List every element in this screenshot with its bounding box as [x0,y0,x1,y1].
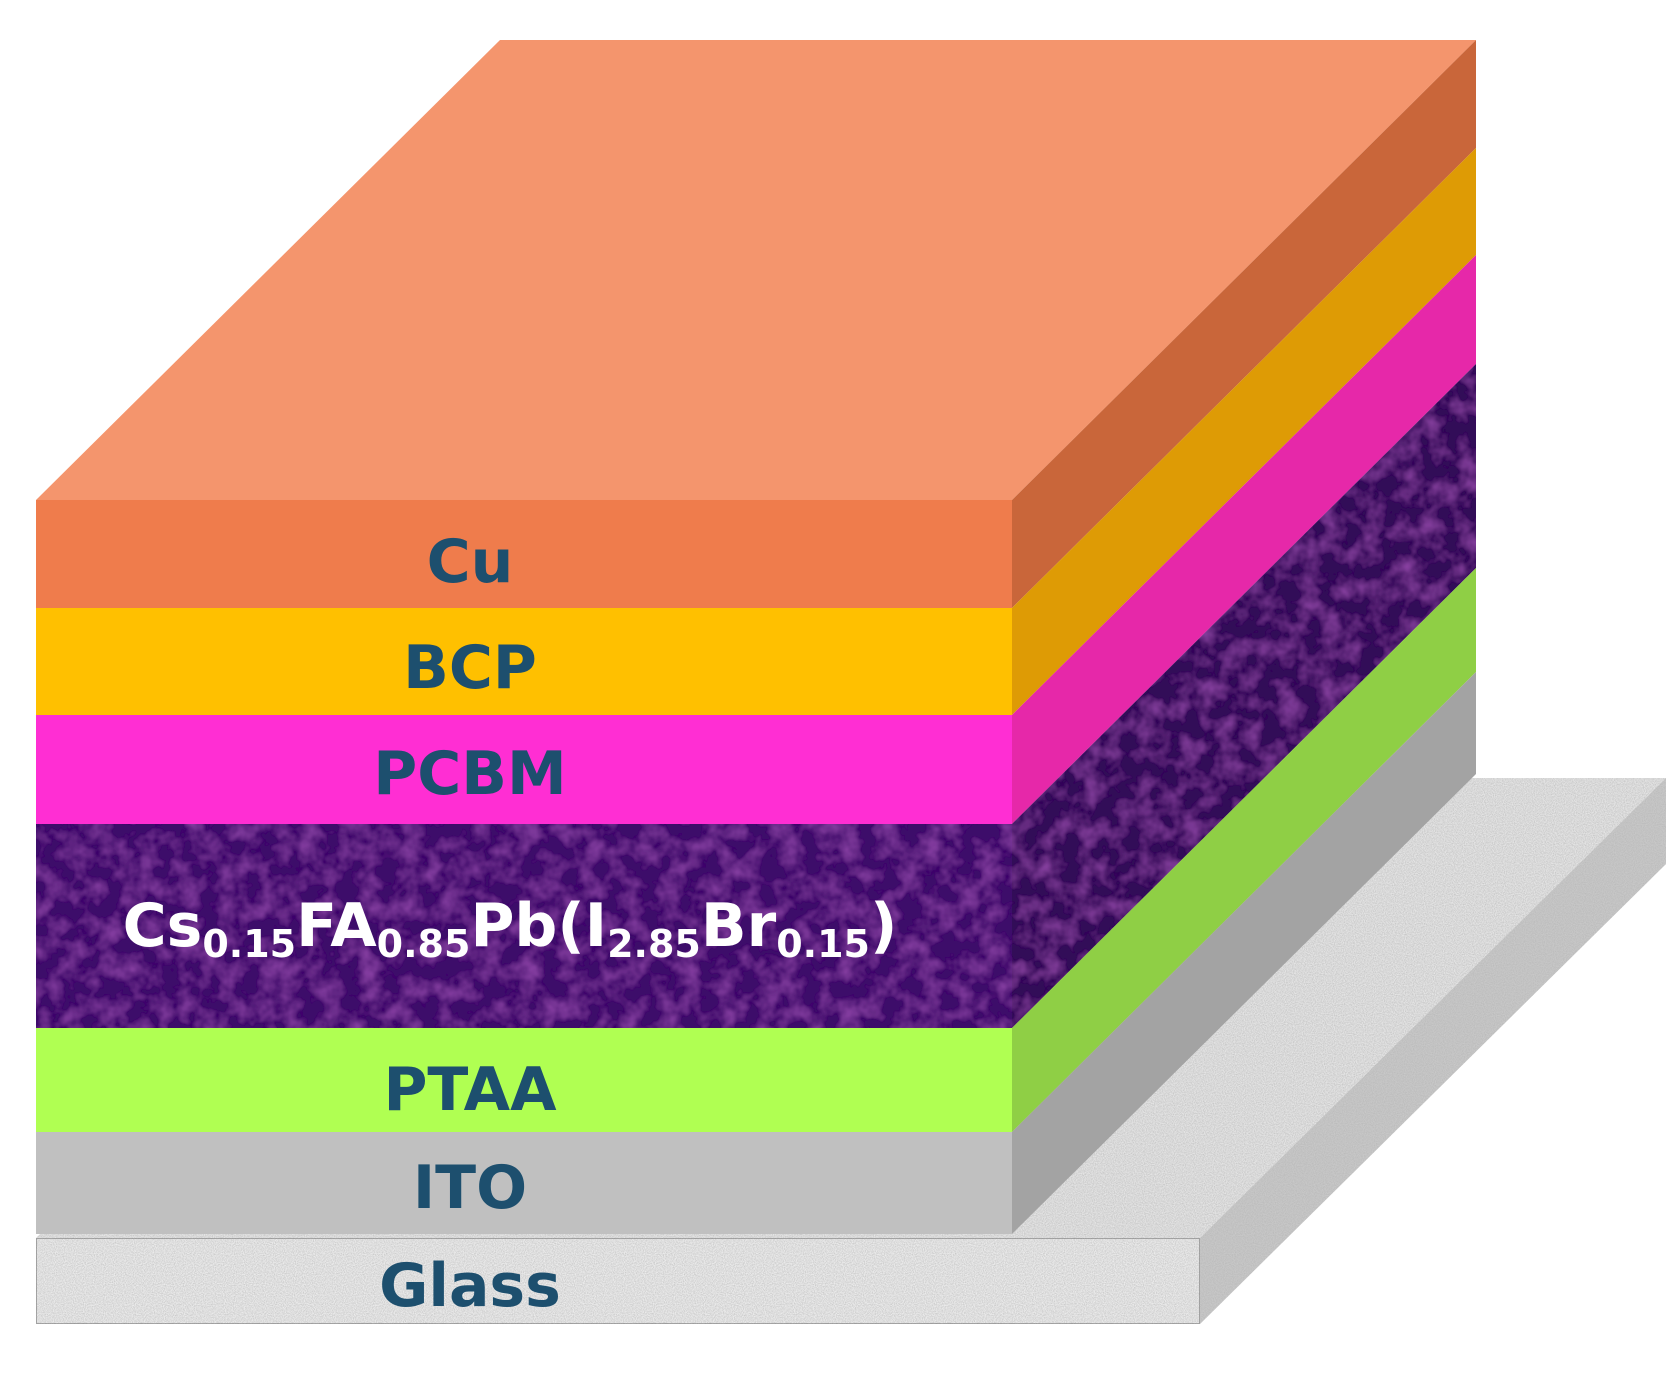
pcbm-side-face [1012,255,1476,824]
ptaa-front-face [36,1028,1012,1132]
perovskite-label-part: Cs [123,891,203,961]
perovskite-label-part: Br [701,891,777,961]
perovskite-label-part: FA [296,891,377,961]
pcbm-front-face [36,715,1012,824]
ito-side-face [1012,672,1476,1234]
perovskite-label-part: 0.85 [377,922,471,966]
ptaa-label: PTAA [383,1055,557,1125]
perovskite-side-face [1012,364,1476,1028]
perovskite-label: Cs0.15FA0.85Pb(I2.85Br0.15) [123,891,898,966]
perovskite-label-part: Pb(I [470,891,607,961]
perovskite-label-part: ) [870,891,897,961]
perovskite-front-face [36,824,1012,1028]
bcp-side-face [1012,148,1476,715]
perovskite-label-part: 2.85 [607,922,701,966]
ito-front-face [36,1132,1012,1234]
perovskite-label-part: 0.15 [202,922,296,966]
glass-front-face [35,1237,1201,1325]
bcp-label: BCP [403,633,537,703]
glass-side-face [1200,778,1666,1324]
glass-label: Glass [379,1251,561,1321]
cu-top-face [36,40,1476,500]
pcbm-label: PCBM [373,739,566,809]
ptaa-side-face [1012,568,1476,1132]
cu-label: Cu [427,527,514,597]
cu-front-face [36,500,1012,608]
ito-label: ITO [413,1153,527,1223]
cu-side-face [1012,40,1476,608]
perovskite-label-part: 0.15 [776,922,870,966]
bcp-front-face [36,608,1012,715]
